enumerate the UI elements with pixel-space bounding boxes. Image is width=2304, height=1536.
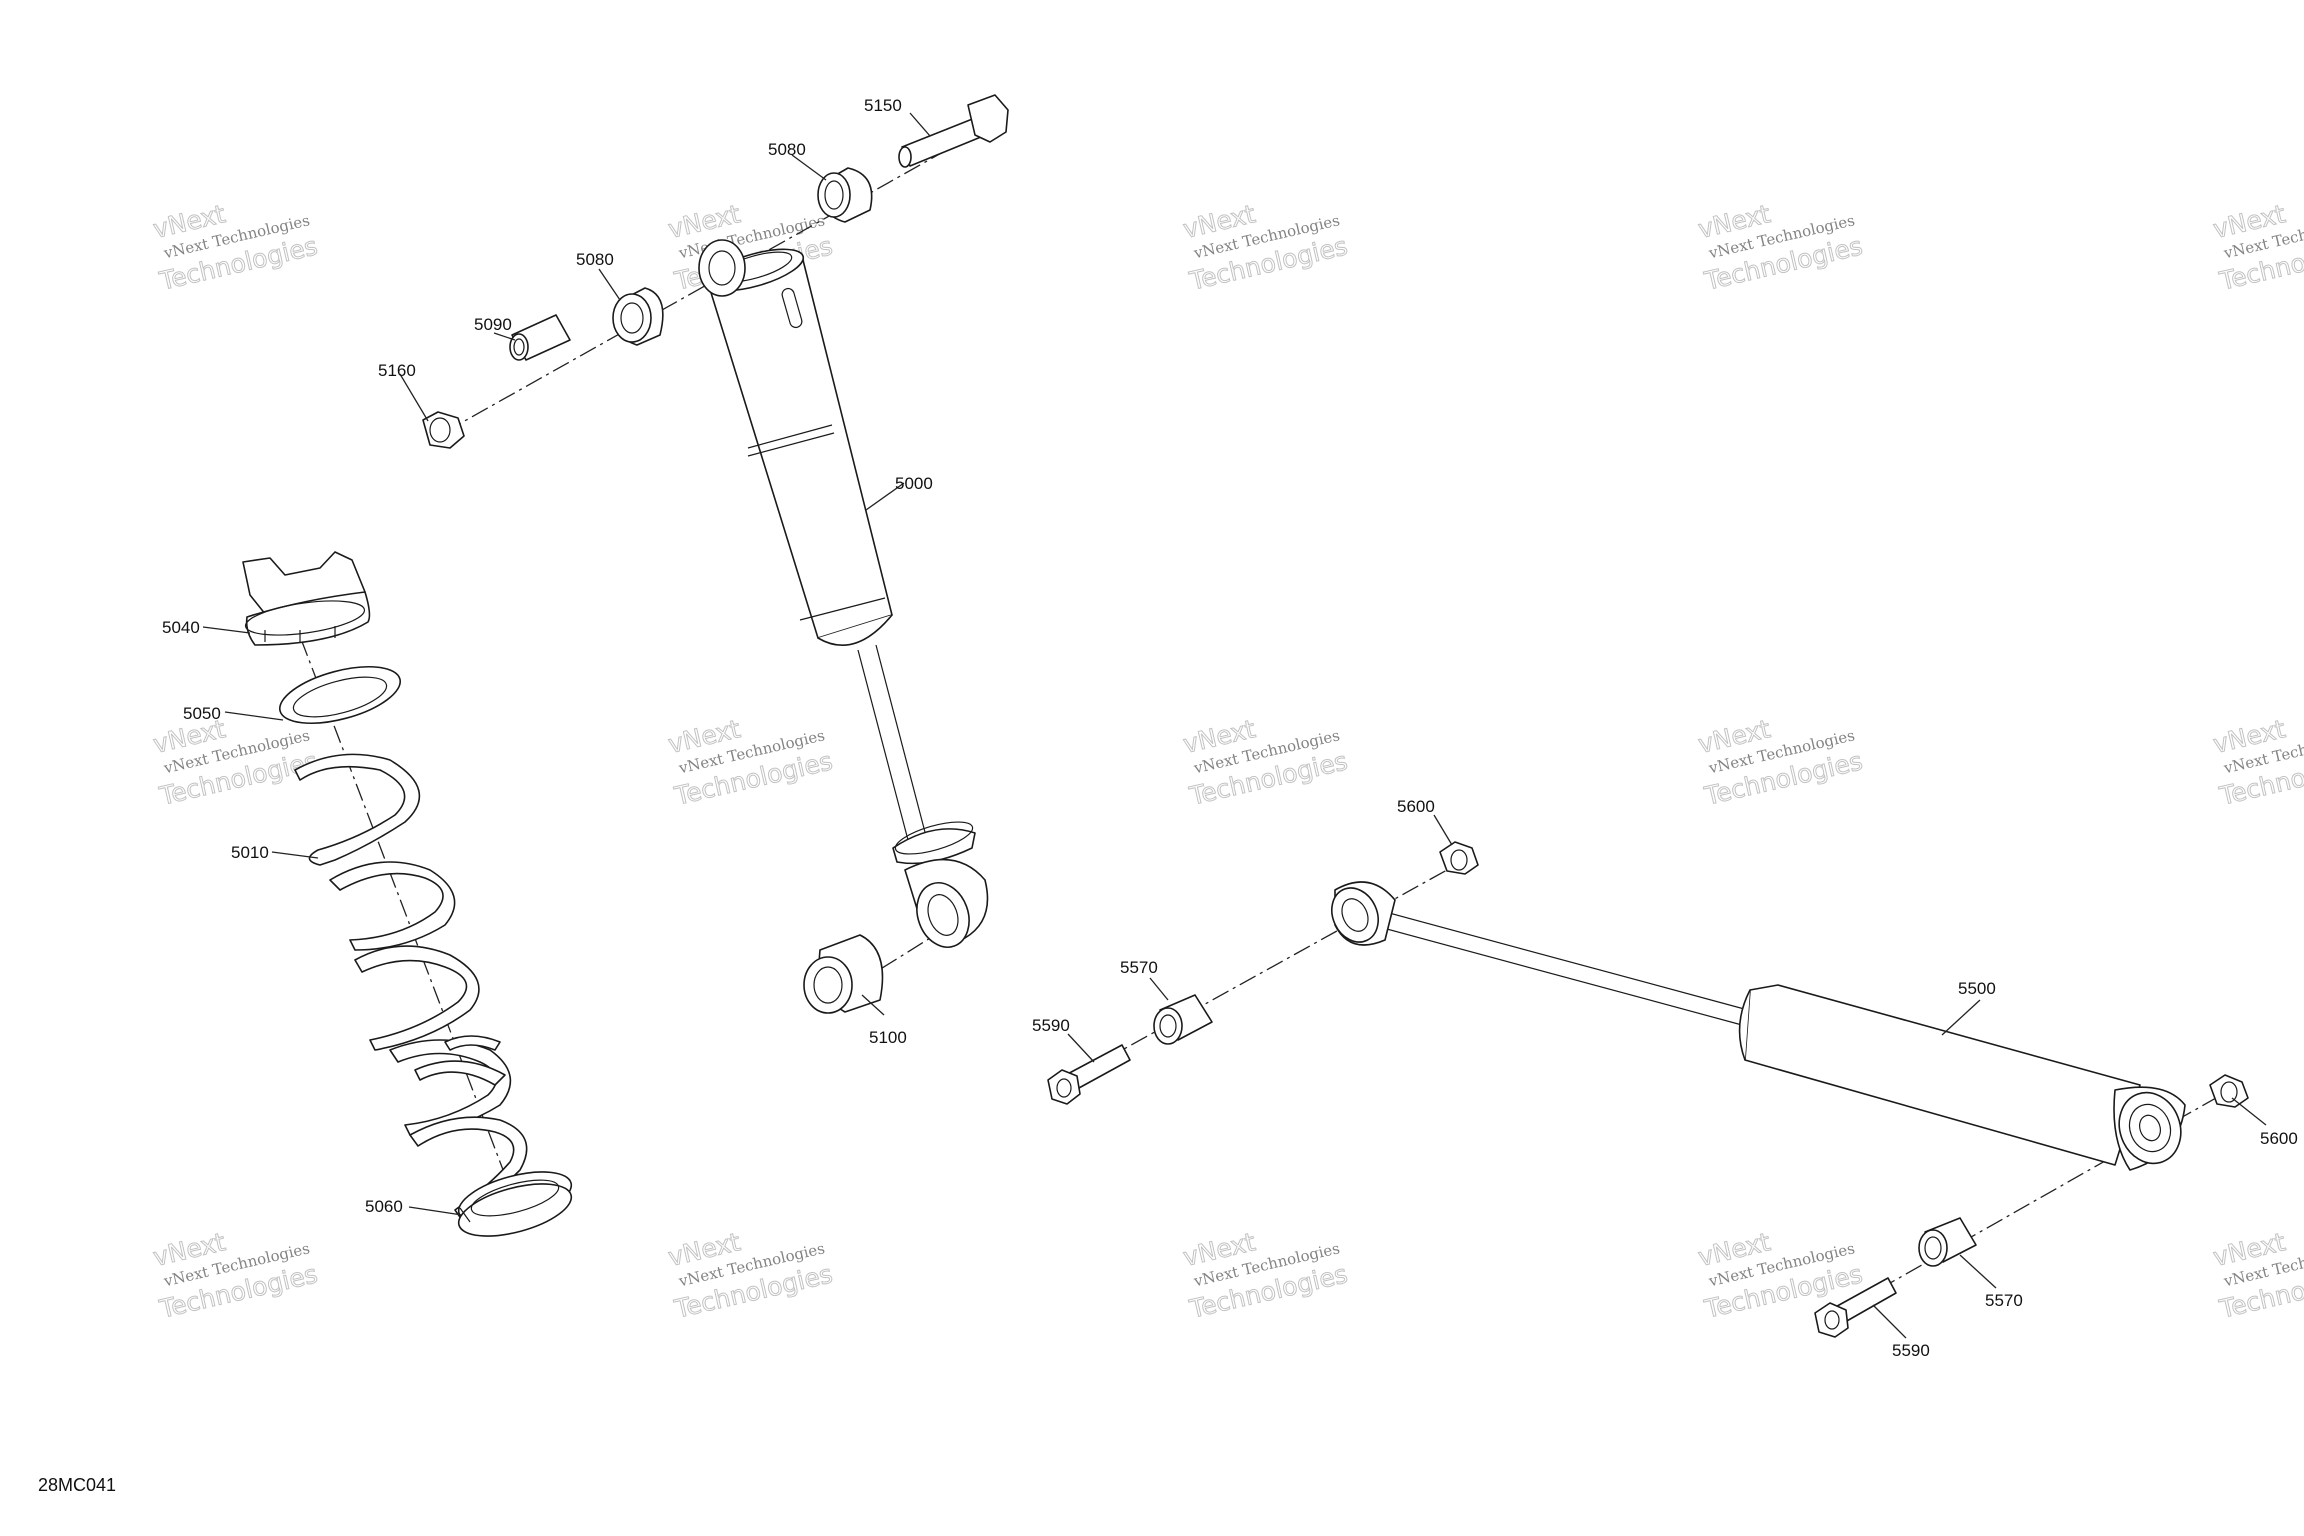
- callout-5150: 5150: [864, 96, 902, 115]
- watermark: vNext vNext Technologies Technologies: [1180, 199, 1351, 297]
- watermark: vNext vNext Technologies Technologies: [2210, 1227, 2304, 1325]
- callout-5060: 5060: [365, 1197, 403, 1216]
- nut-5160: [422, 411, 465, 449]
- callout-5050: 5050: [183, 704, 221, 723]
- bolt-5590-right: [1814, 1277, 1897, 1338]
- stabilizer-shock-5500: [1331, 881, 2186, 1171]
- washer-5050: [278, 666, 402, 724]
- callouts: 5150 5080 5080 5090 5160 5000 5040 5050 …: [162, 96, 2298, 1360]
- assembly-axes: [289, 119, 2231, 1321]
- watermark: vNext vNext Technologies Technologies: [150, 1227, 321, 1325]
- callout-5500: 5500: [1958, 979, 1996, 998]
- callout-5010: 5010: [231, 843, 269, 862]
- callout-5090: 5090: [474, 315, 512, 334]
- spring-seat-5060: [457, 1171, 573, 1237]
- watermark: vNext vNext Technologies Technologies: [1695, 199, 1866, 297]
- nut-5600-left: [1439, 841, 1479, 875]
- bushing-5100: [803, 934, 884, 1014]
- bushing-5080-mid: [612, 287, 664, 346]
- callout-5080-mid: 5080: [576, 250, 614, 269]
- spacer-5090: [509, 314, 571, 361]
- spacer-5570-right: [1918, 1217, 1977, 1267]
- callout-5600-right: 5600: [2260, 1129, 2298, 1148]
- watermark: vNext vNext Technologies Technologies: [2210, 199, 2304, 297]
- callout-5040: 5040: [162, 618, 200, 637]
- coil-spring-5010: [294, 753, 528, 1221]
- watermark: vNext vNext Technologies Technologies: [150, 199, 321, 297]
- watermark: vNext vNext Technologies Technologies: [2210, 714, 2304, 812]
- leader-lines: [202, 112, 2267, 1339]
- shock-absorber-5000: [698, 239, 989, 948]
- callout-5590-left: 5590: [1032, 1016, 1070, 1035]
- callout-5000: 5000: [895, 474, 933, 493]
- figure-id: 28MC041: [38, 1475, 116, 1495]
- spring-retainer-5040: [242, 551, 371, 646]
- bolt-5590-left: [1047, 1044, 1131, 1105]
- callout-5600-left: 5600: [1397, 797, 1435, 816]
- callout-5100: 5100: [869, 1028, 907, 1047]
- callout-5570-left: 5570: [1120, 958, 1158, 977]
- bolt-5150: [898, 94, 1009, 168]
- watermark: vNext vNext Technologies Technologies: [1695, 714, 1866, 812]
- watermark: vNext vNext Technologies Technologies: [665, 714, 836, 812]
- callout-5160: 5160: [378, 361, 416, 380]
- watermark: vNext vNext Technologies Technologies: [1180, 714, 1351, 812]
- spacer-5570-left: [1153, 994, 1213, 1045]
- callout-5080-top: 5080: [768, 140, 806, 159]
- bushing-5080-top: [817, 167, 873, 223]
- nut-5600-right: [2209, 1074, 2249, 1108]
- callout-5570-right: 5570: [1985, 1291, 2023, 1310]
- watermark: vNext vNext Technologies Technologies: [665, 1227, 836, 1325]
- watermark: vNext vNext Technologies Technologies: [1180, 1227, 1351, 1325]
- callout-5590-right: 5590: [1892, 1341, 1930, 1360]
